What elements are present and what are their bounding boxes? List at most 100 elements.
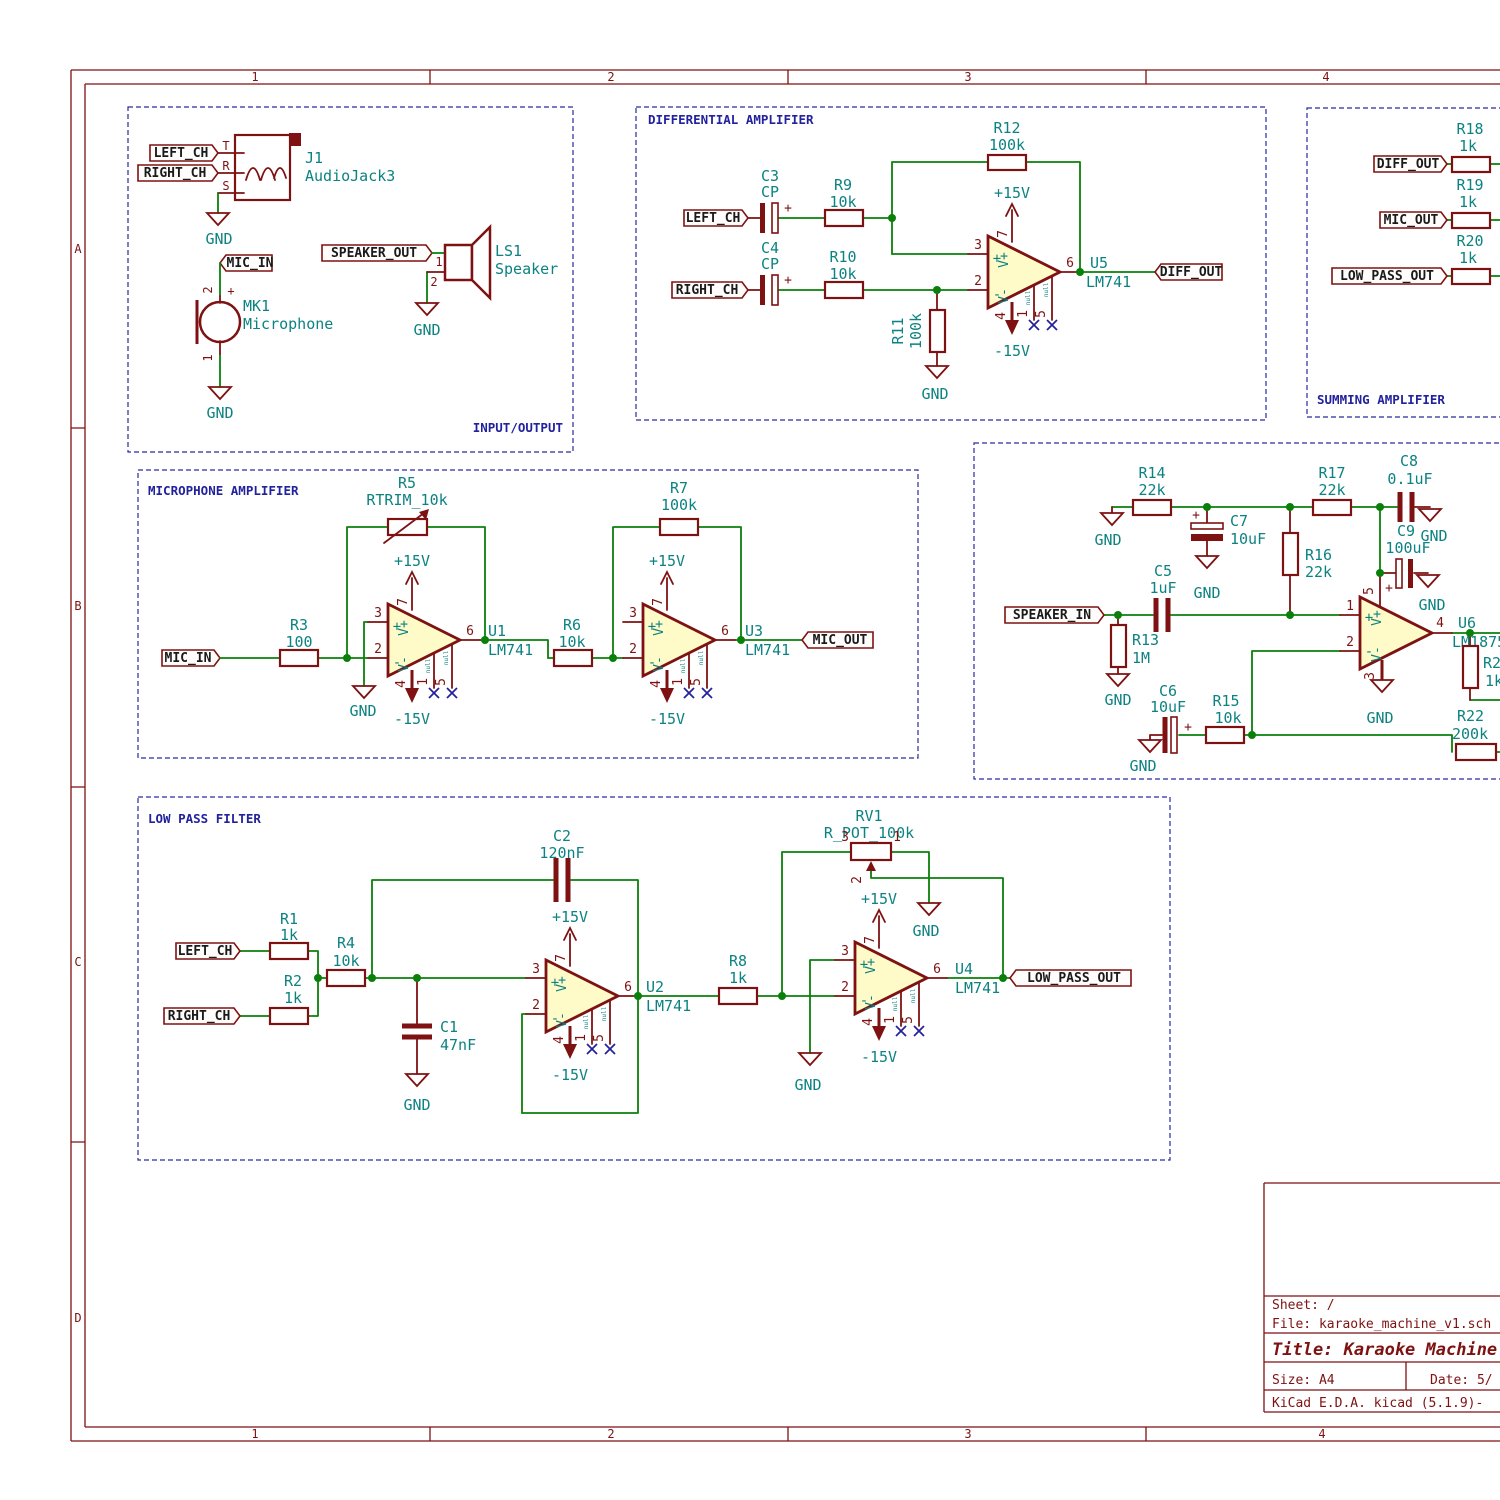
- global-label-diff-out-sum[interactable]: DIFF_OUT: [1373, 155, 1448, 173]
- c9-value: 100uF: [1385, 539, 1430, 557]
- border-col-3-top: 3: [964, 70, 971, 84]
- u6-pin5-number: 5: [1362, 587, 1377, 595]
- u2-value: LM741: [646, 997, 691, 1015]
- low-pass-out-text: LOW_PASS_OUT: [1340, 269, 1434, 284]
- capacitor-c7[interactable]: + C7 10uF: [1190, 508, 1266, 548]
- u6-vplus-label: V+: [1370, 610, 1385, 626]
- capacitor-c5[interactable]: C5 1uF: [1149, 562, 1177, 632]
- capacitor-c4[interactable]: + C4 CP: [760, 239, 792, 306]
- potentiometer-rv1[interactable]: RV1 R_POT_100k 3 1 2: [824, 807, 914, 884]
- u5-ref: U5: [1090, 254, 1108, 272]
- global-label-mic-in[interactable]: MIC_IN: [219, 254, 274, 272]
- capacitor-c3[interactable]: + C3 CP: [760, 167, 792, 234]
- resistor-r10[interactable]: R10 10k: [823, 248, 865, 300]
- resistor-r9[interactable]: R9 10k: [823, 176, 865, 228]
- capacitor-c9[interactable]: + C9 100uF: [1385, 522, 1430, 596]
- resistor-r18[interactable]: R18 1k: [1450, 120, 1492, 174]
- c6-value: 10uF: [1150, 698, 1186, 716]
- r15-value: 10k: [1214, 709, 1241, 727]
- border-row-a: A: [74, 242, 82, 256]
- r20-ref: R20: [1456, 232, 1483, 250]
- mic-in-text: MIC_IN: [165, 651, 212, 666]
- c3-ref: C3: [761, 167, 779, 185]
- r2-ref: R2: [284, 972, 302, 990]
- capacitor-c2[interactable]: C2 120nF: [539, 827, 585, 902]
- global-label-right-ch-diff[interactable]: RIGHT_CH: [671, 281, 749, 299]
- global-label-right-ch-lpf[interactable]: RIGHT_CH: [163, 1007, 241, 1025]
- capacitor-c6[interactable]: + C6 10uF: [1150, 682, 1192, 754]
- c5-value: 1uF: [1149, 579, 1176, 597]
- lpf-section: LEFT_CH RIGHT_CH R1 1k R2 1k R4 10k C1 4…: [163, 807, 1132, 1114]
- resistor-r20[interactable]: R20 1k: [1450, 232, 1492, 286]
- gnd-label: GND: [921, 385, 948, 403]
- lpf-section-box: [137, 796, 1171, 1161]
- opamp-u1[interactable]: U1 LM741: [366, 550, 533, 730]
- global-label-left-ch[interactable]: LEFT_CH: [149, 144, 219, 162]
- r21-ref: R21: [1483, 654, 1500, 672]
- r21-value: 1k: [1485, 672, 1500, 690]
- gnd-label: GND: [1094, 531, 1121, 549]
- global-label-diff-out[interactable]: DIFF_OUT: [1154, 263, 1223, 281]
- diff-out-text: DIFF_OUT: [1160, 265, 1223, 280]
- global-label-mic-out[interactable]: MIC_OUT: [801, 631, 874, 649]
- gnd-label: GND: [912, 922, 939, 940]
- resistor-r22[interactable]: R22 200k: [1452, 707, 1498, 762]
- resistor-r19[interactable]: R19 1k: [1450, 176, 1492, 230]
- rv1-pin3-number: 3: [841, 830, 849, 845]
- ls1-ref: LS1: [495, 242, 522, 260]
- c4-plus: +: [784, 273, 792, 288]
- j1-value: AudioJack3: [305, 167, 395, 185]
- resistor-r21[interactable]: R21 1k: [1461, 644, 1500, 690]
- opamp-u2[interactable]: U2 LM741: [524, 906, 691, 1086]
- diff-section: LEFT_CH RIGHT_CH + C3 CP + C4 CP R9 10k …: [671, 119, 1223, 403]
- capacitor-c8[interactable]: C8 0.1uF: [1387, 452, 1433, 522]
- microphone-mk1[interactable]: 2 + 1 MK1 Microphone: [195, 284, 333, 362]
- resistor-r14[interactable]: R14 22k: [1131, 464, 1173, 517]
- resistor-r15[interactable]: R15 10k: [1204, 692, 1246, 745]
- u6-pin2-number: 2: [1346, 635, 1354, 650]
- r16-value: 22k: [1305, 563, 1332, 581]
- resistor-r13[interactable]: R13 1M: [1109, 623, 1159, 669]
- speaker-in-text: SPEAKER_IN: [1013, 608, 1091, 623]
- opamp-u3[interactable]: U3 LM741: [621, 550, 790, 730]
- opamp-u4[interactable]: U4 LM741: [833, 888, 1000, 1068]
- resistor-r7[interactable]: R7 100k: [658, 479, 700, 537]
- resistor-r2[interactable]: R2 1k: [268, 972, 310, 1026]
- capacitor-c1[interactable]: C1 47nF: [402, 1018, 476, 1054]
- u5-value: LM741: [1086, 273, 1131, 291]
- u6-pin3-number: 3: [1363, 672, 1378, 680]
- resistor-r16[interactable]: R16 22k: [1281, 531, 1332, 581]
- c2-ref: C2: [553, 827, 571, 845]
- trimmer-r5[interactable]: R5 RTRIM_10k: [366, 474, 448, 544]
- global-label-mic-in-amp[interactable]: MIC_IN: [161, 649, 221, 667]
- global-label-left-ch-lpf[interactable]: LEFT_CH: [175, 942, 241, 960]
- speaker-ls1[interactable]: 1 2 LS1 Speaker: [426, 223, 558, 302]
- global-label-speaker-out[interactable]: SPEAKER_OUT: [321, 244, 433, 262]
- global-label-low-pass-out[interactable]: LOW_PASS_OUT: [1009, 969, 1132, 987]
- resistor-r12[interactable]: R12 100k: [986, 119, 1028, 172]
- audio-jack-j1[interactable]: T R S J1 AudioJack3: [217, 133, 395, 202]
- global-label-left-ch-diff[interactable]: LEFT_CH: [683, 209, 749, 227]
- resistor-r8[interactable]: R8 1k: [717, 952, 759, 1006]
- resistor-r11[interactable]: R11 100k: [889, 289, 947, 367]
- resistor-r4[interactable]: R4 10k: [325, 934, 367, 988]
- global-label-speaker-in[interactable]: SPEAKER_IN: [1004, 606, 1105, 624]
- title-block: Sheet: / File: karaoke_machine_v1.sch Ti…: [1263, 1182, 1500, 1413]
- c7-ref: C7: [1230, 512, 1248, 530]
- resistor-r1[interactable]: R1 1k: [268, 910, 310, 961]
- ls1-pin2: 2: [430, 275, 437, 289]
- resistor-r17[interactable]: R17 22k: [1311, 464, 1353, 517]
- global-label-mic-out-sum[interactable]: MIC_OUT: [1379, 211, 1448, 229]
- c1-ref: C1: [440, 1018, 458, 1036]
- global-label-right-ch[interactable]: RIGHT_CH: [137, 164, 219, 182]
- r22-ref: R22: [1457, 707, 1484, 725]
- resistor-r6[interactable]: R6 10k: [552, 616, 594, 668]
- opamp-u5[interactable]: U5 LM741: [966, 182, 1131, 362]
- mk1-pin2: 2: [201, 286, 215, 293]
- gnd-label: GND: [1366, 709, 1393, 727]
- titleblock-sheet: Sheet: /: [1272, 1298, 1335, 1313]
- global-label-low-pass-out-sum[interactable]: LOW_PASS_OUT: [1331, 267, 1448, 285]
- r5-value: RTRIM_10k: [366, 491, 447, 509]
- r7-value: 100k: [661, 496, 697, 514]
- resistor-r3[interactable]: R3 100: [278, 616, 320, 668]
